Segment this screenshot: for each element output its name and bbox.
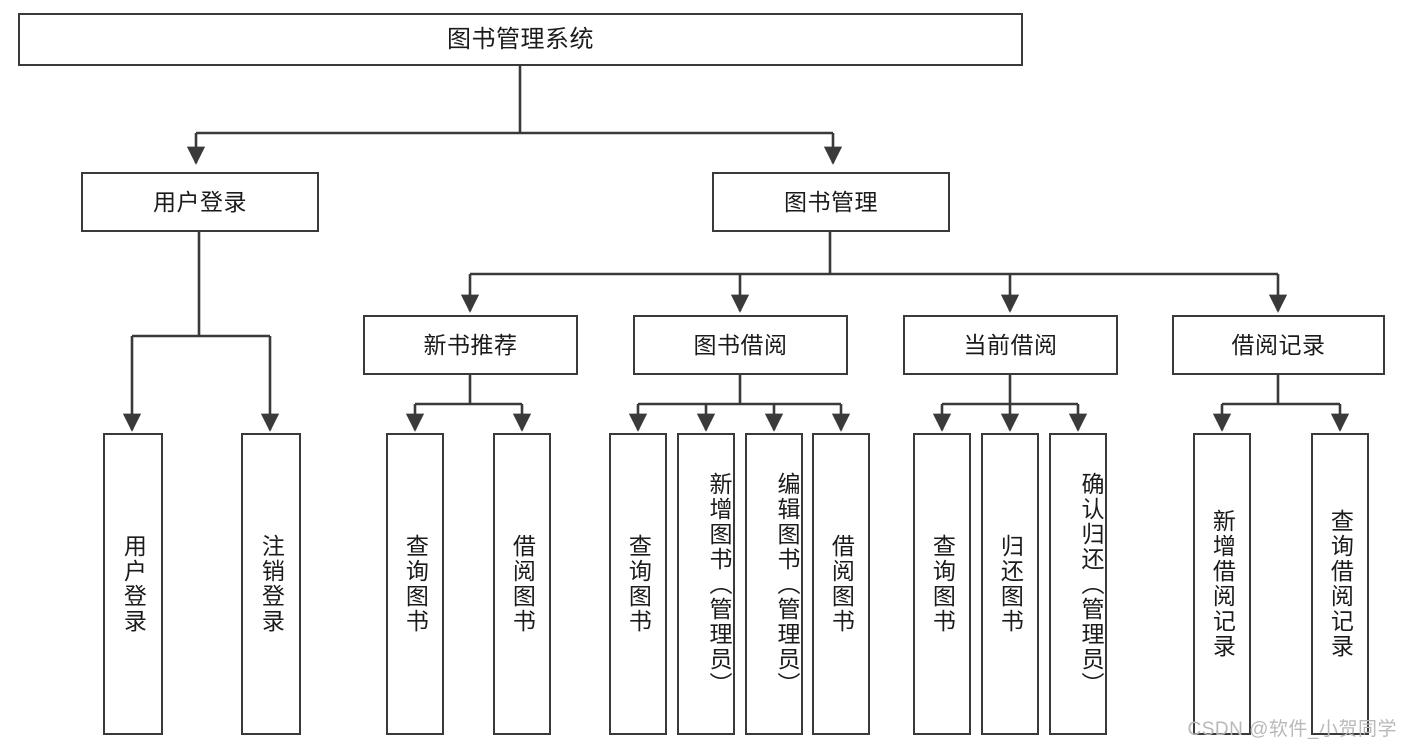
csdn-watermark: CSDN @软件_小贺同学 xyxy=(1187,719,1397,740)
node-book-borrow[interactable]: 图书借阅 xyxy=(633,315,848,375)
node-leaf-add-book[interactable]: 新增图书（管理员） xyxy=(677,433,735,735)
node-root[interactable]: 图书管理系统 xyxy=(18,13,1023,66)
node-current-borrow[interactable]: 当前借阅 xyxy=(903,315,1118,375)
node-leaf-logout[interactable]: 注销登录 xyxy=(241,433,301,735)
node-leaf-user-login[interactable]: 用户登录 xyxy=(103,433,163,735)
node-leaf-borrow-book-2[interactable]: 借阅图书 xyxy=(812,433,870,735)
node-leaf-confirm-return[interactable]: 确认归还（管理员） xyxy=(1049,433,1107,735)
node-leaf-return-book[interactable]: 归还图书 xyxy=(981,433,1039,735)
node-leaf-query-record[interactable]: 查询借阅记录 xyxy=(1311,433,1369,735)
node-leaf-edit-book[interactable]: 编辑图书（管理员） xyxy=(745,433,803,735)
node-leaf-query-book-2[interactable]: 查询图书 xyxy=(609,433,667,735)
node-borrow-record[interactable]: 借阅记录 xyxy=(1172,315,1385,375)
node-leaf-query-book-1[interactable]: 查询图书 xyxy=(386,433,444,735)
node-new-book-recommend[interactable]: 新书推荐 xyxy=(363,315,578,375)
node-leaf-add-record[interactable]: 新增借阅记录 xyxy=(1193,433,1251,735)
node-book-manage[interactable]: 图书管理 xyxy=(712,172,950,232)
node-leaf-query-book-3[interactable]: 查询图书 xyxy=(913,433,971,735)
node-leaf-borrow-book-1[interactable]: 借阅图书 xyxy=(493,433,551,735)
node-user-login[interactable]: 用户登录 xyxy=(81,172,319,232)
